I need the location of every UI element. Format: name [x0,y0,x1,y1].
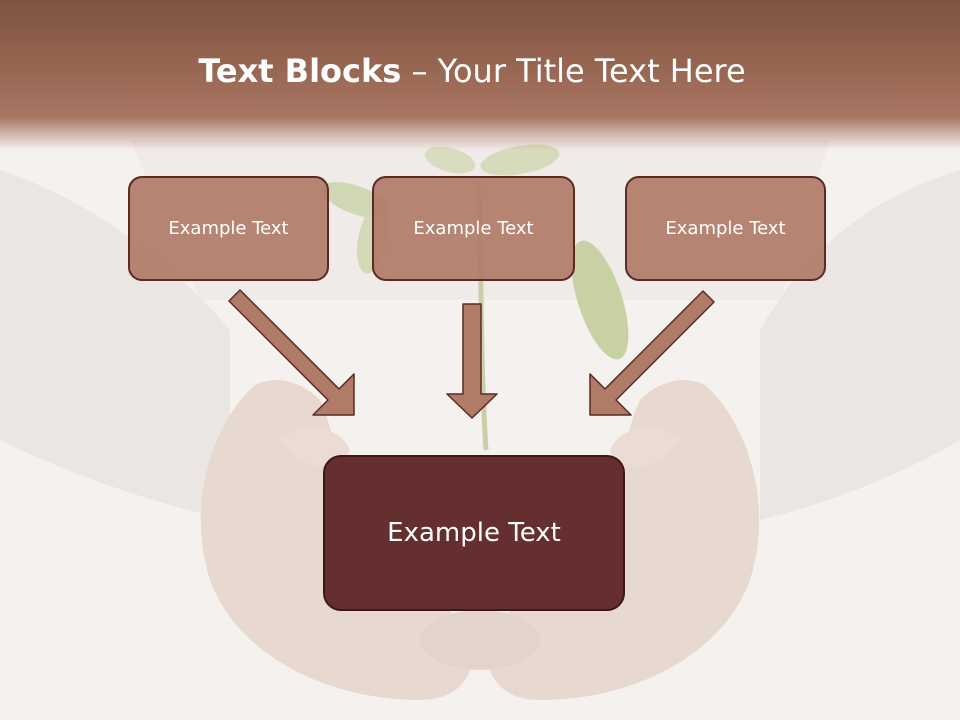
text-block-right-label: Example Text [665,218,786,239]
text-block-center-label: Example Text [413,218,534,239]
title-subtitle: – Your Title Text Here [401,52,746,90]
main-text-block-label: Example Text [387,518,561,548]
text-block-center[interactable]: Example Text [372,176,575,281]
text-block-left-label: Example Text [168,218,289,239]
arrow-right-diagonal [589,290,715,416]
text-block-right[interactable]: Example Text [625,176,826,281]
arrow-left-diagonal [228,289,355,416]
main-text-block[interactable]: Example Text [323,455,625,611]
arrow-center-down [446,303,498,419]
title-bold: Text Blocks [198,52,402,90]
title-bar [0,0,960,150]
text-block-left[interactable]: Example Text [128,176,329,281]
slide-title: Text Blocks – Your Title Text Here [0,52,944,90]
